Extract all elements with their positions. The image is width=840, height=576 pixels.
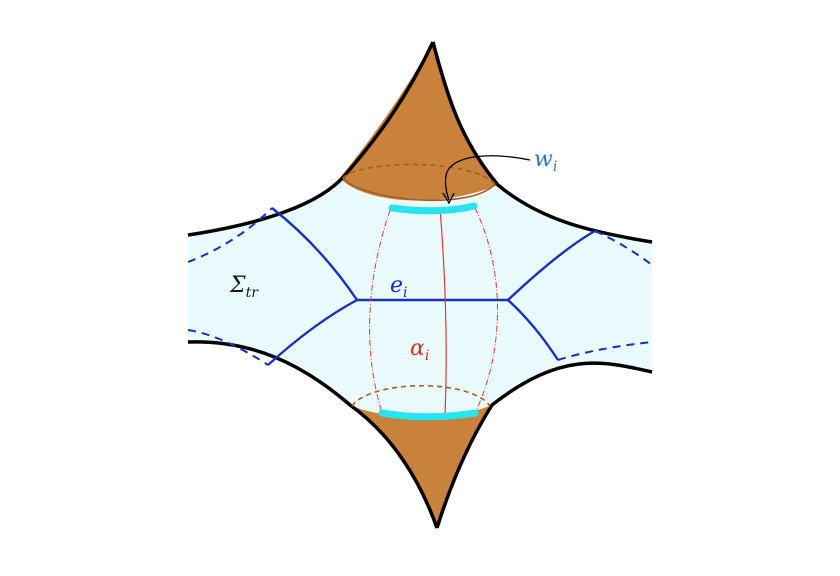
top-section-front	[342, 177, 496, 202]
top-cusp	[340, 42, 498, 206]
right-dashed-top	[594, 230, 653, 266]
outline-bottom-left	[187, 340, 439, 529]
label-w-i: wi	[534, 147, 557, 175]
bottom-section-back	[351, 385, 491, 407]
top-section-back	[342, 163, 496, 185]
left-dashed-top	[187, 207, 273, 263]
outline-bottom-right	[435, 361, 653, 529]
graph-left-upper	[271, 207, 358, 301]
label-sigma-tr: Σtr	[229, 273, 259, 301]
arc-alpha-right	[474, 207, 498, 414]
label-e-i: ei	[390, 273, 408, 301]
graph-left-lower	[267, 298, 358, 366]
wall-top	[388, 202, 478, 215]
left-dashed-bottom	[187, 329, 269, 366]
label-alpha-i: αi	[410, 336, 429, 364]
graph-right-lower	[507, 299, 560, 361]
graph-right-upper	[507, 229, 596, 301]
outline-top-left	[187, 41, 435, 237]
wi-arrowhead	[442, 192, 455, 205]
wi-pointer-arrow	[444, 155, 531, 201]
arc-alpha-left	[369, 209, 391, 414]
arc-alpha-center	[439, 207, 447, 416]
wall-bottom	[378, 409, 479, 421]
right-dashed-bottom	[557, 341, 653, 361]
